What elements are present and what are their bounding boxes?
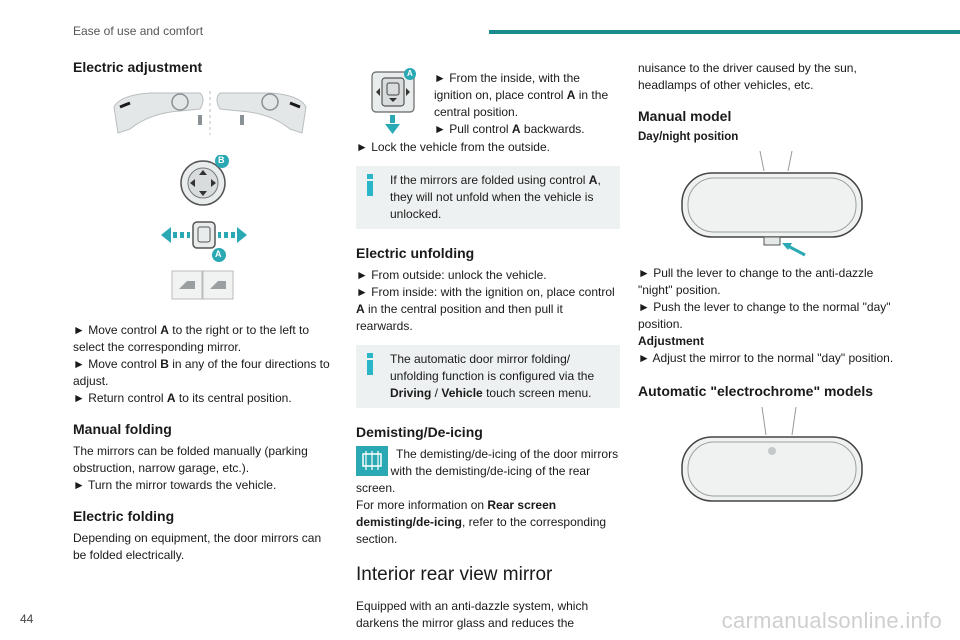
- label-b: B: [218, 155, 225, 165]
- unfolding-step-inside: ► From inside: with the ignition on, pla…: [356, 285, 615, 333]
- electrochrome-mirror-illustration: [678, 407, 906, 503]
- step-pull-lever: ► Pull the lever to change to the anti-d…: [638, 266, 874, 297]
- page-number: 44: [20, 612, 34, 626]
- heading-electric-folding: Electric folding: [73, 508, 175, 524]
- step-move-control-a: ► Move control A to the right or to the …: [73, 323, 310, 354]
- heading-manual-folding: Manual folding: [73, 421, 172, 437]
- heading-manual-model: Manual model: [638, 108, 732, 124]
- heading-interior-mirror: Interior rear view mirror: [356, 564, 553, 585]
- step-push-lever: ► Push the lever to change to the normal…: [638, 300, 891, 331]
- unfolding-step-outside: ► From outside: unlock the vehicle.: [356, 268, 547, 282]
- info-box-folded-mirrors: If the mirrors are folded using control …: [356, 166, 620, 229]
- step-adjust-mirror: ► Adjust the mirror to the normal "day" …: [638, 351, 894, 365]
- heading-electric-adjustment: Electric adjustment: [73, 59, 203, 75]
- manual-mirror-illustration: [678, 151, 906, 259]
- heading-electric-unfolding: Electric unfolding: [356, 245, 475, 261]
- rear-demist-icon: [356, 446, 388, 476]
- adjustment-label: Adjustment: [638, 334, 704, 348]
- column-middle: A ► From the inside, with the ignition o…: [356, 56, 620, 632]
- header-accent-bar: [489, 30, 960, 34]
- manual-folding-step: ► Turn the mirror towards the vehicle.: [73, 478, 277, 492]
- mirror-control-illustration: B A: [157, 155, 257, 303]
- demisting-reference: For more information on Rear screen demi…: [356, 498, 607, 546]
- label-a-fold: A: [407, 69, 413, 78]
- electric-folding-body: Depending on equipment, the door mirrors…: [73, 531, 322, 562]
- demisting-body: The demisting/de-icing of the door mirro…: [356, 447, 619, 495]
- column-left: Electric adjustment: [73, 56, 335, 564]
- step-lock-vehicle: ► Lock the vehicle from the outside.: [356, 140, 550, 154]
- subheading-day-night: Day/night position: [638, 131, 739, 143]
- info-box-auto-folding: The automatic door mirror folding/ unfol…: [356, 345, 620, 408]
- watermark: carmanualsonline.info: [721, 608, 942, 633]
- section-title: Ease of use and comfort: [73, 24, 204, 38]
- step-place-control-a: ► From the inside, with the ignition on,…: [434, 71, 609, 119]
- info-icon: [366, 174, 374, 196]
- info-icon: [366, 353, 374, 375]
- door-mirrors-illustration: [110, 89, 335, 137]
- manual-folding-body: The mirrors can be folded manually (park…: [73, 444, 308, 475]
- label-a: A: [215, 249, 222, 259]
- step-pull-control-a: ► Pull control A backwards.: [434, 122, 585, 136]
- heading-auto-models: Automatic "electrochrome" models: [638, 383, 873, 399]
- heading-demisting: Demisting/De-icing: [356, 424, 483, 440]
- step-return-control-a: ► Return control A to its central positi…: [73, 391, 292, 405]
- interior-mirror-body: Equipped with an anti-dazzle system, whi…: [356, 599, 589, 630]
- fold-control-illustration: [368, 68, 424, 136]
- column-right: nuisance to the driver caused by the sun…: [638, 56, 906, 503]
- continued-text: nuisance to the driver caused by the sun…: [638, 61, 857, 92]
- step-move-control-b: ► Move control B in any of the four dire…: [73, 357, 330, 388]
